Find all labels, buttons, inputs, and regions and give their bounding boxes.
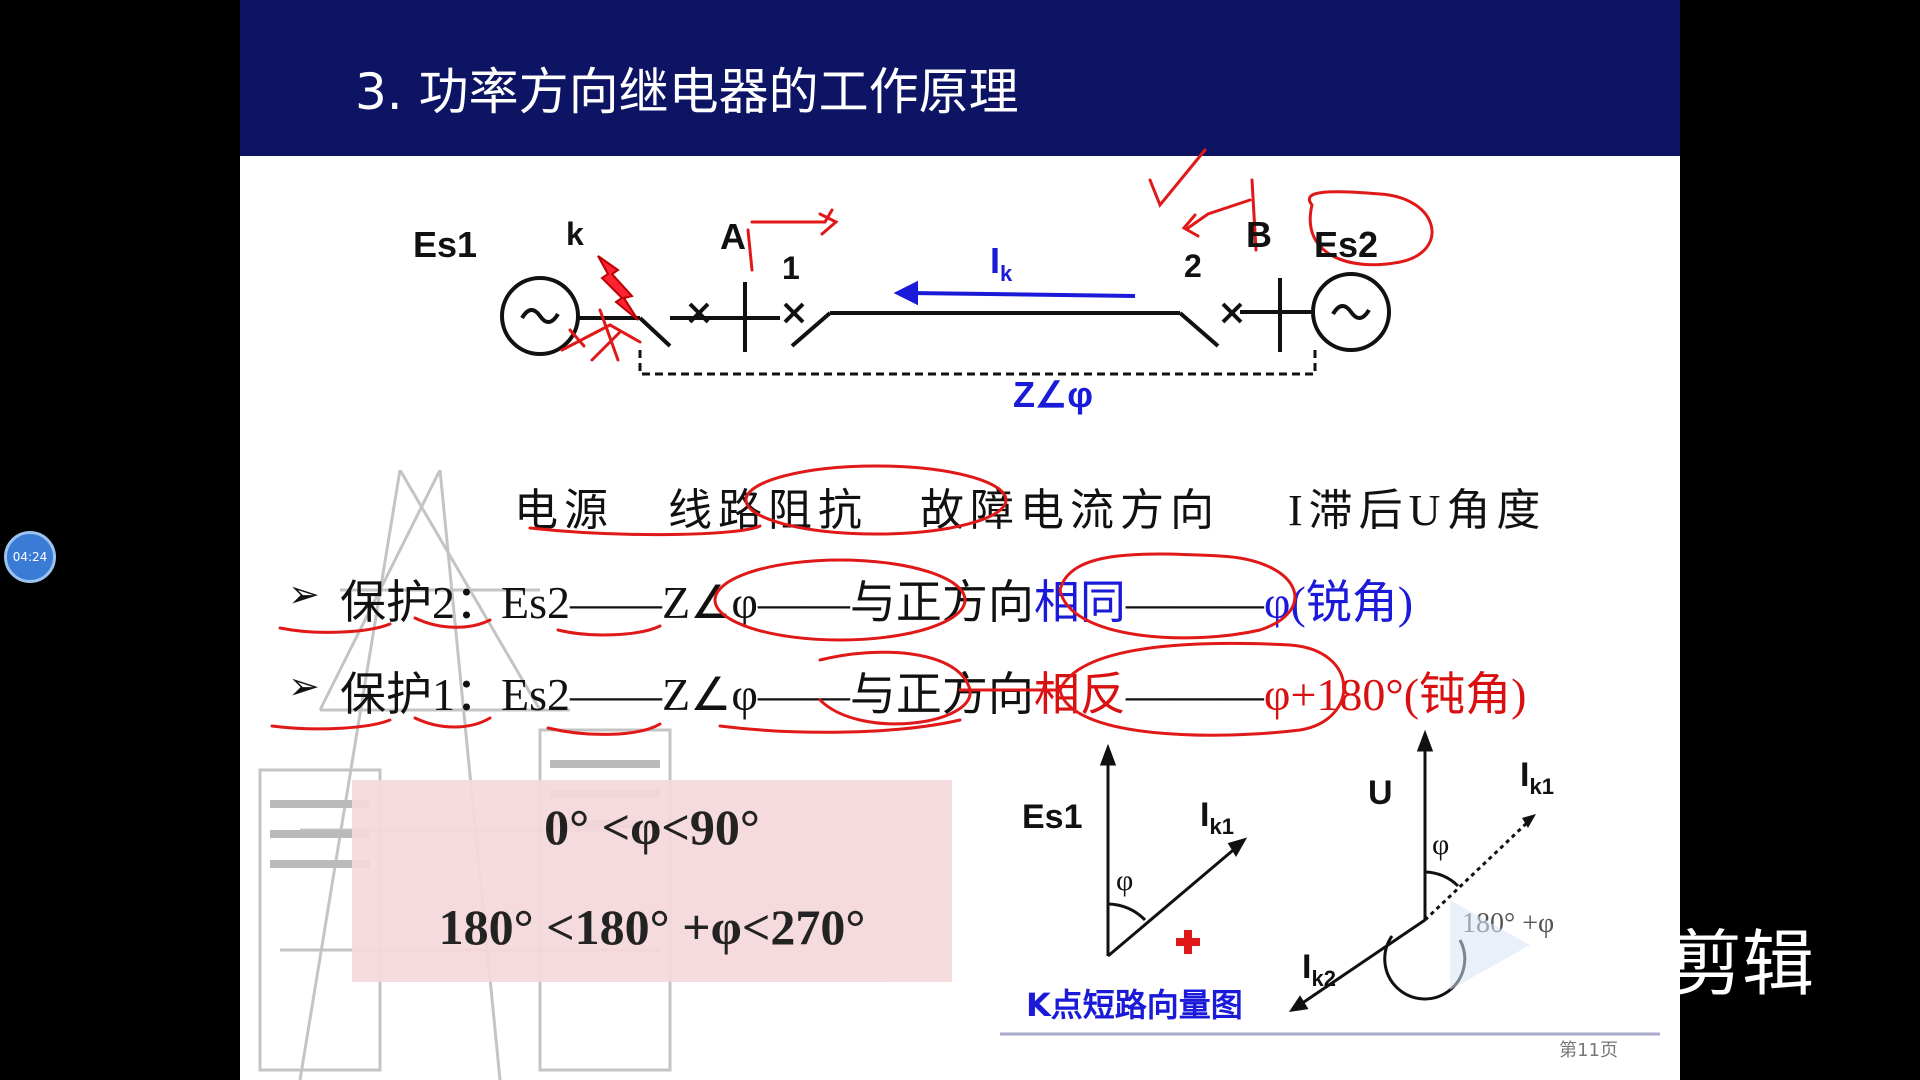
- label-b: B: [1246, 214, 1272, 255]
- label-es2: Es2: [1314, 224, 1379, 265]
- row-label: 保护1：: [340, 669, 501, 720]
- vector-caption: K点短路向量图: [1026, 986, 1243, 1024]
- page-number: 第11页: [1559, 1040, 1618, 1061]
- row-impedance: Z∠φ: [662, 669, 758, 720]
- slide: 3. 功率方向继电器的工作原理: [240, 0, 1680, 1080]
- label-2: 2: [1184, 248, 1202, 284]
- vector-label-ik2: Ik2: [1302, 948, 1336, 991]
- label-impedance: Z∠φ: [1013, 374, 1094, 415]
- row-impedance: Z∠φ: [662, 577, 758, 628]
- row-protection-2: 保护2：Es2——Z∠φ——与正方向相同———φ(锐角): [340, 577, 1414, 628]
- handwritten-annotations: [270, 464, 1346, 737]
- label-es1: Es1: [413, 224, 478, 265]
- vector-label-phi-2: φ: [1432, 828, 1450, 861]
- tilde-icon: [1331, 304, 1371, 320]
- row-source: Es2: [501, 669, 570, 720]
- vector-label-ik1: Ik1: [1200, 796, 1234, 839]
- range-line-2: 180° <180° +φ<270°: [438, 899, 866, 955]
- title-bar: 3. 功率方向继电器的工作原理: [240, 0, 1680, 156]
- header-fault-direction: 故障电流方向: [920, 486, 1220, 535]
- label-a: A: [720, 216, 746, 257]
- row-source: Es2: [501, 577, 570, 628]
- header-impedance: 线路阻抗: [668, 486, 868, 535]
- vector-label-phi: φ: [1116, 864, 1134, 897]
- label-ik: Ik: [990, 240, 1013, 287]
- row-protection-1: 保护1：Es2——Z∠φ——与正方向相反———φ+180°(钝角): [340, 669, 1527, 720]
- vector-label-u: U: [1368, 774, 1393, 812]
- timer-badge[interactable]: 04:24: [4, 531, 56, 583]
- bullet-icon: ➢: [288, 666, 320, 708]
- brand-watermark: 剪辑: [1670, 922, 1815, 1006]
- play-logo-icon: [1450, 900, 1530, 990]
- bullet-icon: ➢: [288, 574, 320, 616]
- cursor-cross-icon: [1176, 930, 1200, 954]
- slide-title: 3. 功率方向继电器的工作原理: [355, 63, 1019, 121]
- row-direction: 与正方向: [849, 577, 1034, 628]
- label-1: 1: [782, 250, 800, 286]
- row-angle: φ(锐角): [1263, 577, 1414, 628]
- row-angle: φ+180°(钝角): [1263, 669, 1527, 720]
- fault-lightning-icon: [597, 255, 639, 321]
- header-angle: I滞后U角度: [1288, 486, 1547, 535]
- range-line-1: 0° <φ<90°: [544, 799, 760, 855]
- tilde-icon: [520, 308, 560, 324]
- row-direction-value: 相同: [1033, 577, 1126, 628]
- row-direction-value: 相反: [1033, 669, 1126, 720]
- angle-range-box: 0° <φ<90° 180° <180° +φ<270°: [352, 780, 952, 982]
- label-k: k: [566, 216, 584, 252]
- row-direction: 与正方向: [849, 669, 1034, 720]
- circuit-diagram: [500, 148, 1434, 376]
- vector-label-es1: Es1: [1022, 798, 1083, 836]
- vector-label-ik1-2: Ik1: [1520, 756, 1554, 799]
